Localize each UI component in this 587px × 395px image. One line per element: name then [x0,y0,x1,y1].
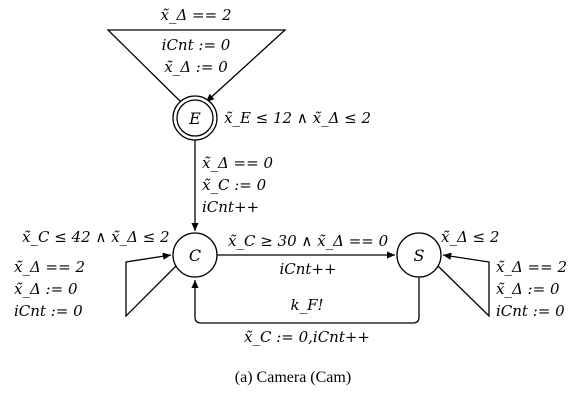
state-e: E [172,95,218,141]
e-to-c-reset-xc: x̃_C := 0 [202,176,267,194]
edge-s-self-loop [437,252,490,318]
state-s-invariant: x̃_Δ ≤ 2 [441,228,499,246]
s-to-c-reset: x̃_C := 0,iCnt++ [244,328,370,346]
edge-e-self-loop [106,29,287,103]
edge-c-self-loop [125,252,177,318]
c-loop-reset-icnt: iCnt := 0 [14,302,83,320]
state-c-invariant: x̃_C ≤ 42 ∧ x̃_Δ ≤ 2 [22,228,170,246]
state-s-label: S [414,246,425,265]
c-to-s-reset: iCnt++ [279,260,336,278]
state-e-label: E [188,109,201,128]
e-loop-guard: x̃_Δ == 2 [160,6,231,24]
e-loop-reset-icnt: iCnt := 0 [162,36,231,54]
c-loop-reset-xdelta: x̃_Δ := 0 [14,280,78,298]
s-to-c-sync: k_F! [290,296,323,314]
s-loop-reset-xdelta: x̃_Δ := 0 [496,280,560,298]
c-to-s-guard: x̃_C ≥ 30 ∧ x̃_Δ == 0 [228,232,389,250]
e-loop-reset-xdelta: x̃_Δ := 0 [164,58,228,76]
e-to-c-guard: x̃_Δ == 0 [202,154,273,172]
s-loop-reset-icnt: iCnt := 0 [496,302,565,320]
edge-s-to-c [191,277,420,324]
s-loop-guard: x̃_Δ == 2 [496,258,567,276]
figure-caption: (a) Camera (Cam) [235,369,351,386]
e-to-c-reset-icnt: iCnt++ [202,198,259,216]
state-e-invariant: x̃_E ≤ 12 ∧ x̃_Δ ≤ 2 [224,109,371,127]
state-c: C [172,232,218,278]
state-s: S [396,232,442,278]
state-c-label: C [189,246,201,265]
c-loop-guard: x̃_Δ == 2 [14,258,85,276]
